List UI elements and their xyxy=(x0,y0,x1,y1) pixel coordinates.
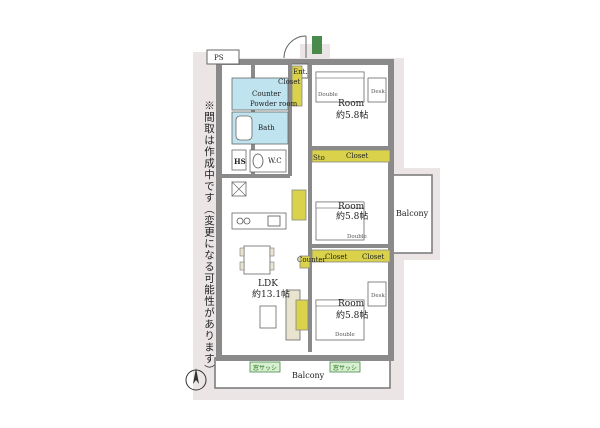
bed-1-label: Double xyxy=(318,92,338,98)
window-sash-1-label: 窓サッシ xyxy=(253,364,277,372)
toilet-icon xyxy=(252,153,264,169)
closet-mid-label: Closet xyxy=(346,152,369,160)
window-sash-1 xyxy=(249,361,281,373)
balcony-right xyxy=(389,174,433,254)
stove-icon xyxy=(236,217,244,225)
room-2-name: Room xyxy=(338,202,365,212)
ent-label: Ent. xyxy=(293,68,308,76)
bath-label: Bath xyxy=(258,124,275,132)
desk-3-label: Desk xyxy=(371,293,385,299)
balcony-bottom-label: Balcony xyxy=(292,371,325,380)
ps-box xyxy=(206,49,240,65)
room-3-name: Room xyxy=(338,299,365,309)
ps-label: PS xyxy=(214,54,224,62)
bed-2-label: Double xyxy=(347,234,367,240)
window-sash-2-label: 窓サッシ xyxy=(333,364,357,372)
closet-c-label: Closet xyxy=(362,253,385,261)
low-table xyxy=(259,305,277,329)
bed-3 xyxy=(315,299,365,341)
desk-1-label: Desk xyxy=(371,89,385,95)
sto-label: Sto xyxy=(313,154,325,162)
counter-powder-label: Counter xyxy=(252,90,282,98)
wc-label: W.C xyxy=(268,157,282,165)
closet-b-label: Closet xyxy=(325,253,348,261)
sink-icon xyxy=(267,215,281,227)
desk-1 xyxy=(367,77,387,103)
hs-box xyxy=(231,149,247,171)
dining-table xyxy=(243,245,271,275)
closet-top-label: Closet xyxy=(278,78,301,86)
ldk-label: LDK xyxy=(258,279,278,289)
interior-walls xyxy=(219,62,391,352)
room-1-size: 約5.8帖 xyxy=(336,109,368,121)
entrance-door-swing xyxy=(283,35,307,59)
window-sash-2 xyxy=(329,361,361,373)
bed-3-label: Double xyxy=(335,332,355,338)
desk-3 xyxy=(367,281,387,307)
hs-label: HS xyxy=(234,157,246,166)
disclaimer-note: ※間取は作成中です（変更になる可能性があります） xyxy=(203,100,215,376)
closets xyxy=(291,65,391,331)
room-2-size: 約5.8帖 xyxy=(336,210,368,222)
powder-room-label: Powder room xyxy=(250,100,298,108)
ldk-size: 約13.1帖 xyxy=(252,288,290,300)
counter-lower-label: Counter xyxy=(297,256,327,264)
bathtub xyxy=(235,115,253,141)
room-1-name: Room xyxy=(338,99,365,109)
plant-icon xyxy=(312,36,322,54)
balcony-right-label: Balcony xyxy=(396,209,429,218)
room-3-size: 約5.8帖 xyxy=(336,309,368,321)
powder-room xyxy=(231,77,289,111)
